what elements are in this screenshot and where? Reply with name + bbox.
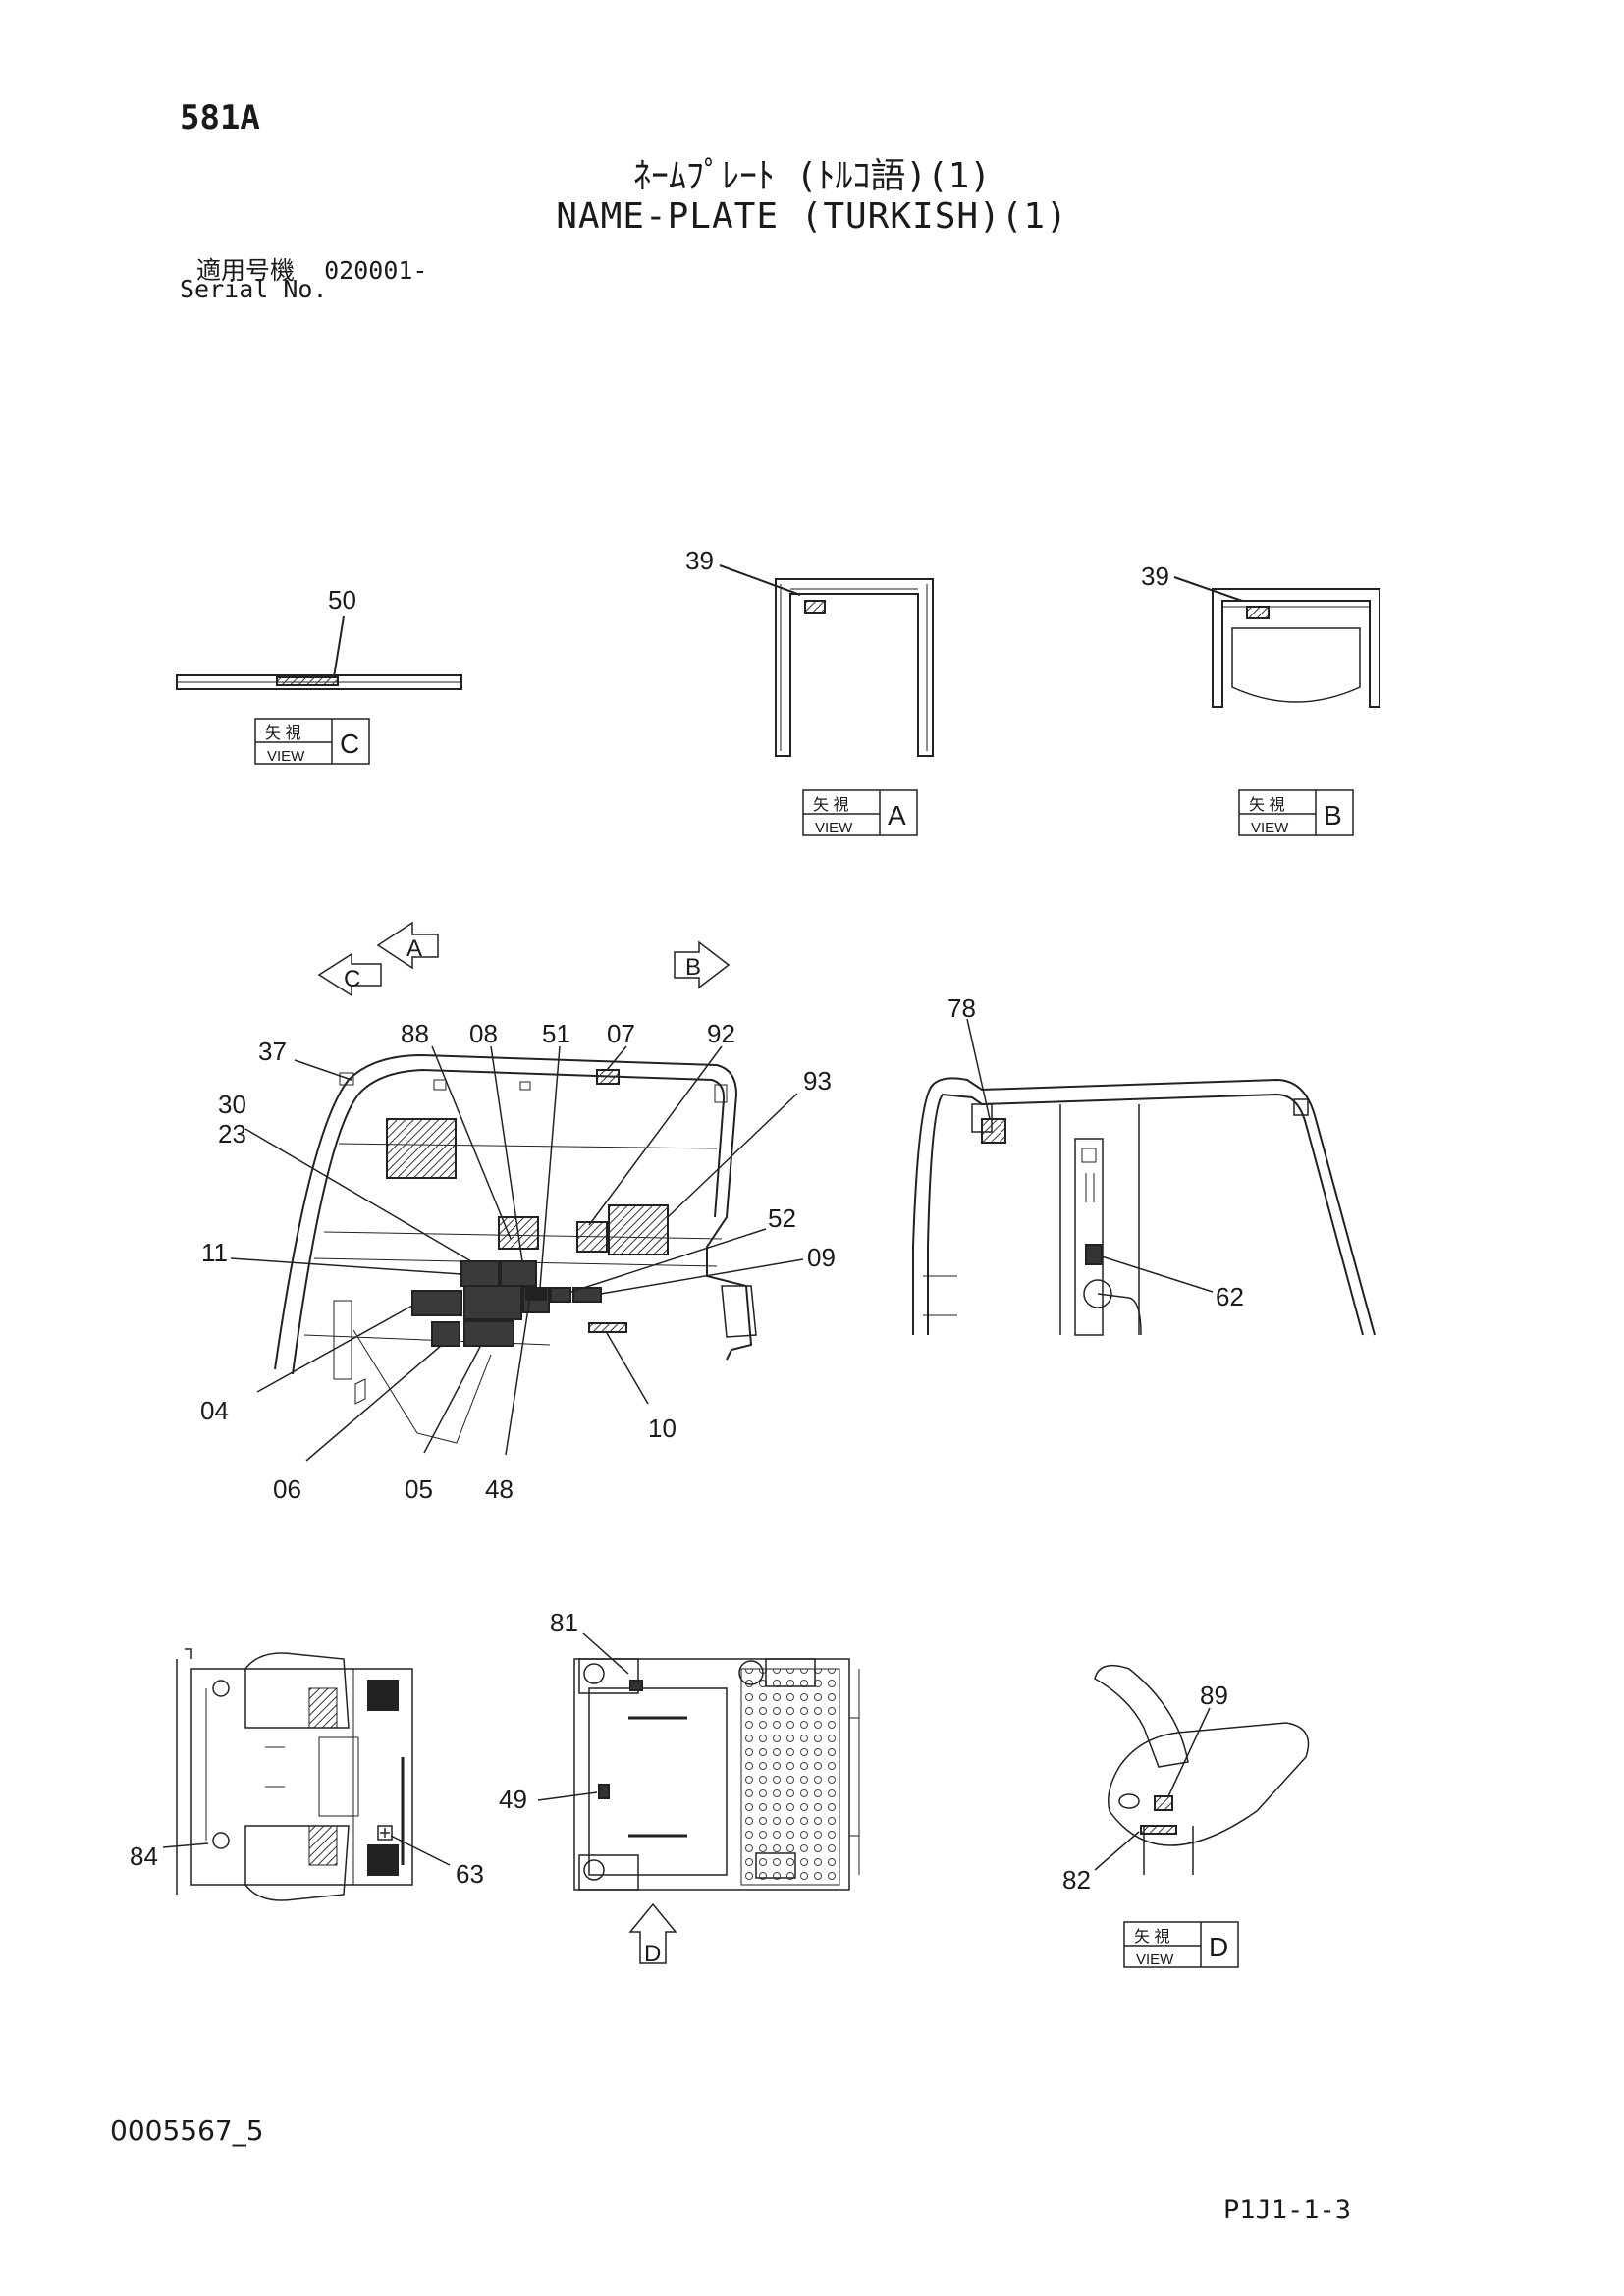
view-label-c — [254, 718, 370, 765]
side-cab-view — [912, 1077, 1376, 1336]
title-english: NAME-PLATE (TURKISH)(1) — [556, 196, 1068, 237]
view-b-drawing — [1212, 588, 1380, 708]
bottom-center-view — [573, 1658, 860, 1891]
callout-37: 37 — [258, 1037, 287, 1066]
main-view-leaders — [230, 1045, 804, 1462]
callout-48: 48 — [485, 1474, 514, 1504]
callout-39-a: 39 — [685, 546, 714, 575]
document-number: 0005567_5 — [110, 2114, 264, 2147]
callout-93: 93 — [803, 1066, 832, 1095]
arrow-c-icon — [317, 952, 382, 997]
arrow-d-icon — [628, 1902, 677, 1964]
view-c-jp: 矢 視 — [265, 724, 300, 742]
callout-09: 09 — [807, 1243, 836, 1272]
callout-62: 62 — [1216, 1282, 1244, 1311]
callout-84: 84 — [130, 1842, 158, 1871]
view-label-d — [1123, 1921, 1239, 1968]
callout-06: 06 — [273, 1474, 301, 1504]
serial-label-jp: 適用号機 020001- — [196, 251, 427, 287]
callout-51: 51 — [542, 1019, 570, 1048]
callout-52: 52 — [768, 1203, 796, 1233]
view-a-en: VIEW — [815, 820, 853, 836]
view-c-letter: C — [340, 728, 359, 759]
arrow-a-icon — [376, 921, 439, 970]
arrow-a-letter: A — [406, 935, 422, 962]
callout-50: 50 — [328, 585, 356, 614]
callout-88: 88 — [401, 1019, 429, 1048]
bottom-right-view — [1094, 1664, 1310, 1875]
view-b-jp: 矢 視 — [1249, 796, 1284, 814]
callout-10: 10 — [648, 1414, 677, 1443]
callout-08: 08 — [469, 1019, 498, 1048]
view-d-jp: 矢 視 — [1134, 1928, 1169, 1946]
callout-04: 04 — [200, 1396, 229, 1425]
callout-05: 05 — [405, 1474, 433, 1504]
title-japanese: ﾈｰﾑﾌﾟﾚｰﾄ (ﾄﾙｺ語)(1) — [632, 156, 992, 196]
arrow-d-letter: D — [644, 1941, 661, 1967]
callout-82: 82 — [1062, 1865, 1091, 1895]
callout-07: 07 — [607, 1019, 635, 1048]
callout-81: 81 — [550, 1608, 578, 1637]
bottom-left-view — [176, 1648, 413, 1901]
callout-11: 11 — [201, 1238, 228, 1267]
serial-label-jp-text: 適用号機 — [196, 256, 296, 285]
serial-label-en: Serial No. — [180, 275, 328, 303]
main-cab-view — [274, 1053, 757, 1444]
callout-89: 89 — [1200, 1681, 1228, 1710]
view-a-letter: A — [888, 800, 906, 830]
view-c-drawing — [176, 615, 462, 690]
callout-39-b: 39 — [1141, 561, 1169, 591]
serial-value: 020001- — [324, 256, 428, 285]
view-b-en: VIEW — [1251, 820, 1289, 836]
view-label-b — [1238, 789, 1354, 836]
callout-92: 92 — [707, 1019, 735, 1048]
view-d-letter: D — [1209, 1932, 1228, 1962]
arrow-c-letter: C — [344, 966, 360, 992]
arrow-b-letter: B — [685, 954, 701, 981]
view-label-a — [802, 789, 918, 836]
view-a-drawing — [775, 578, 934, 757]
page-number: P1J1-1-3 — [1223, 2195, 1352, 2225]
callout-30: 30 — [218, 1090, 246, 1119]
callout-63: 63 — [456, 1859, 484, 1889]
view-c-en: VIEW — [267, 748, 305, 765]
sheet-code: 581A — [180, 98, 260, 137]
view-a-jp: 矢 視 — [813, 796, 848, 814]
callout-23: 23 — [218, 1119, 246, 1148]
view-b-letter: B — [1324, 800, 1342, 830]
arrow-b-icon — [674, 940, 731, 989]
callout-49: 49 — [499, 1785, 527, 1814]
callout-78: 78 — [947, 993, 976, 1023]
view-d-en: VIEW — [1136, 1951, 1174, 1968]
